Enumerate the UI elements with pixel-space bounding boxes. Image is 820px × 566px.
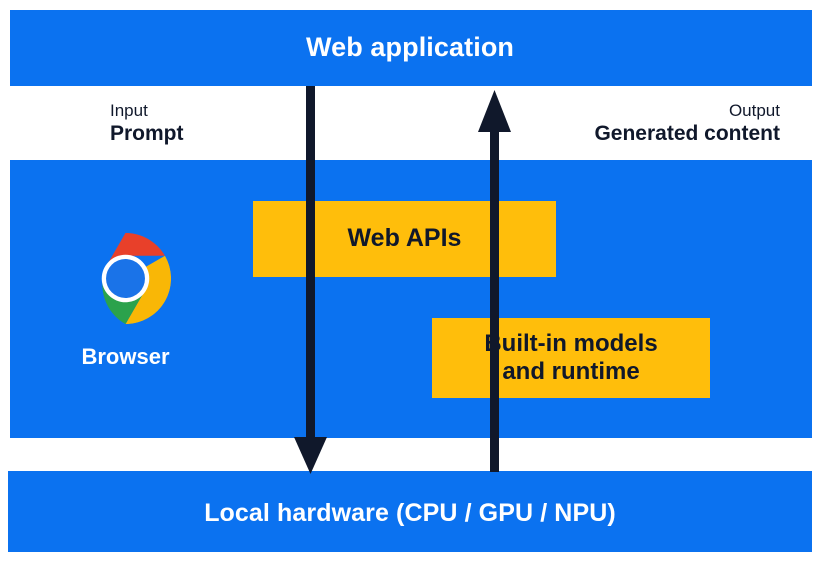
local-hardware-label: Local hardware (CPU / GPU / NPU) [204,499,616,527]
band-local-hardware [8,471,812,552]
io-input-value: Prompt [110,122,184,146]
browser-identity: Browser [78,231,173,370]
box-web-apis: Web APIs [253,201,556,277]
band-web-application [10,10,812,86]
box-web-apis-label: Web APIs [347,224,462,253]
browser-label: Browser [81,344,170,369]
box-builtin-models-line1: Built-in models [484,329,658,357]
web-application-label: Web application [305,32,515,62]
chrome-logo-icon [101,232,172,325]
io-input: Input Prompt [110,100,184,148]
io-input-kind: Input [110,101,148,120]
io-output-kind: Output [728,101,780,120]
box-builtin-models-line2: and runtime [502,358,640,385]
io-output-value: Generated content [594,122,780,146]
box-builtin-models: Built-in models and runtime [432,318,710,398]
io-output: Output Generated content [594,100,780,148]
